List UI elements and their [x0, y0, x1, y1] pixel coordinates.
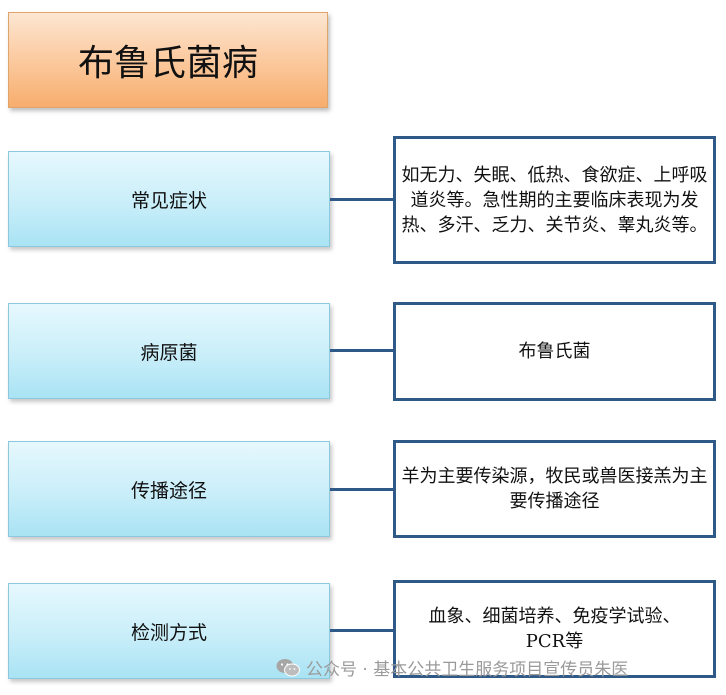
category-box-symptoms: 常见症状: [8, 151, 330, 247]
category-box-transmission: 传播途径: [8, 441, 330, 537]
connector-line: [330, 488, 394, 491]
connector-line: [330, 198, 394, 201]
detail-box-detection: 血象、细菌培养、免疫学试验、PCR等: [393, 580, 716, 678]
detail-box-transmission: 羊为主要传染源，牧民或兽医接羔为主要传播途径: [393, 440, 716, 538]
connector-line: [330, 349, 394, 352]
category-box-detection: 检测方式: [8, 583, 330, 679]
connector-line: [330, 629, 394, 632]
detail-box-pathogen: 布鲁氏菌: [393, 302, 716, 401]
category-box-pathogen: 病原菌: [8, 303, 330, 399]
watermark: 公众号 · 基本公共卫生服务项目宣传员朱医: [276, 655, 628, 680]
watermark-text: 公众号 · 基本公共卫生服务项目宣传员朱医: [306, 660, 629, 680]
diagram-title: 布鲁氏菌病: [8, 12, 328, 108]
wechat-icon: [276, 658, 300, 676]
detail-box-symptoms: 如无力、失眠、低热、食欲症、上呼吸道炎等。急性期的主要临床表现为发热、多汗、乏力…: [393, 136, 716, 264]
